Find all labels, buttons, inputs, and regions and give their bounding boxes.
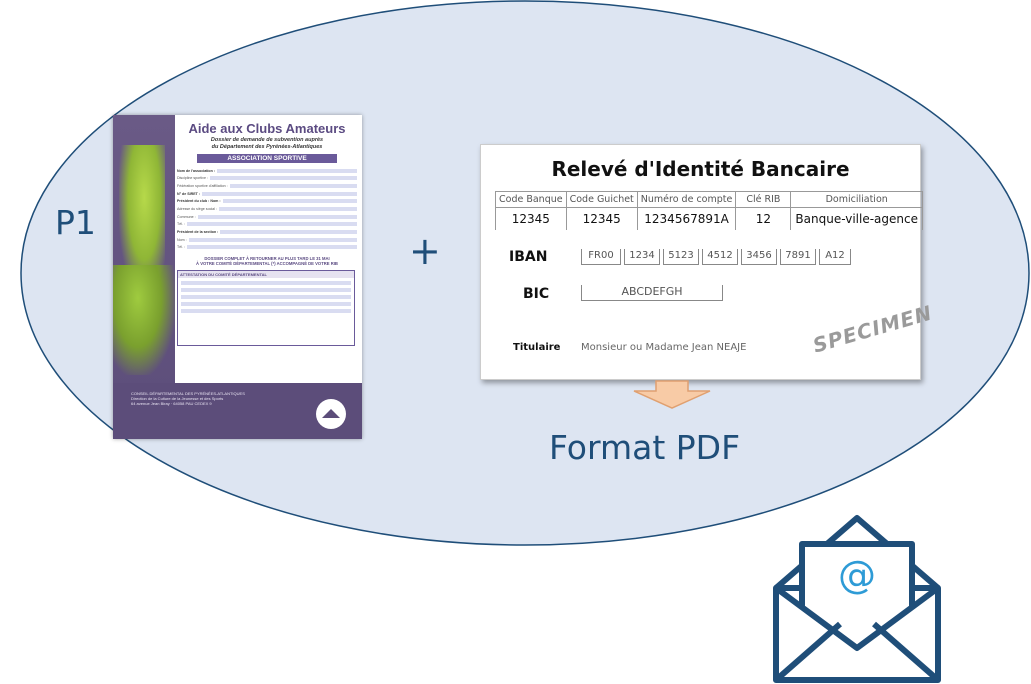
iban-segment: 5123 xyxy=(663,249,699,265)
form-field-line xyxy=(209,176,357,181)
iban-segment: 1234 xyxy=(624,249,660,265)
bic-value: ABCDEFGH xyxy=(581,285,723,301)
form-title: Aide aux Clubs Amateurs xyxy=(188,121,346,136)
rib-value-cell: 1234567891A xyxy=(636,207,737,230)
form-field: Nom : xyxy=(177,236,357,243)
form-field-label: Nom de l'association : xyxy=(177,168,215,173)
form-box-line xyxy=(181,287,351,292)
form-field-label: N° de SIRET : xyxy=(177,191,201,196)
form-field-label: Fédération sportive d'affiliation : xyxy=(177,183,228,188)
form-content: Aide aux Clubs Amateurs Dossier de deman… xyxy=(177,121,357,346)
form-field-label: Tél. : xyxy=(177,222,185,227)
format-pdf-label: Format PDF xyxy=(549,428,741,467)
form-box-line xyxy=(181,308,351,313)
form-field: Président de la section : xyxy=(177,229,357,236)
iban-segment: 3456 xyxy=(741,249,777,265)
form-subtitle-line: Dossier de demande de subvention auprès xyxy=(210,137,324,143)
rib-title: Relevé d'Identité Bancaire xyxy=(551,157,850,181)
holder-label: Titulaire xyxy=(513,342,561,353)
department-logo-icon xyxy=(316,399,346,429)
form-footer-line: CONSEIL DÉPARTEMENTAL DES PYRÉNÉES-ATLAN… xyxy=(131,391,245,396)
rib-value-cell: Banque-ville-agence xyxy=(790,207,923,230)
form-field-label: Tél. : xyxy=(177,245,185,250)
bic-label: BIC xyxy=(523,286,550,302)
email-envelope-icon: @ xyxy=(773,515,941,683)
form-attestation-title: ATTESTATION DU COMITÉ DÉPARTEMENTAL xyxy=(178,270,354,278)
form-box-line xyxy=(181,294,351,299)
form-footer-line: 64 avenue Jean Biray · 64058 PAU CEDEX 9 xyxy=(131,401,212,406)
form-field: Nom de l'association : xyxy=(177,167,357,174)
form-field: Tél. : xyxy=(177,221,357,228)
iban-segment: A12 xyxy=(819,249,851,265)
form-field-line xyxy=(187,245,357,250)
iban-label: IBAN xyxy=(509,249,548,265)
holder-value: Monsieur ou Madame Jean NEAJE xyxy=(581,342,747,353)
form-field: Président du club : Nom : xyxy=(177,198,357,205)
down-arrow-icon xyxy=(633,380,711,409)
rib-header-cell: Numéro de compte xyxy=(636,191,737,208)
form-field-label: Président du club : Nom : xyxy=(177,199,221,204)
form-field-label: Discipline sportive : xyxy=(177,176,208,181)
rib-value-row: 12345 12345 1234567891A 12 Banque-ville-… xyxy=(495,207,923,230)
specimen-watermark: SPECIMEN xyxy=(810,300,936,358)
iban-segment: 4512 xyxy=(702,249,738,265)
rib-header-cell: Code Banque xyxy=(495,191,567,208)
form-field-line xyxy=(229,183,357,188)
rib-table: Code Banque Code Guichet Numéro de compt… xyxy=(495,191,923,230)
form-box-line xyxy=(181,280,351,285)
form-field-line xyxy=(187,222,357,227)
p1-label: P1 xyxy=(55,203,96,242)
form-field-label: Nom : xyxy=(177,237,187,242)
iban-segment: FR00 xyxy=(581,249,621,265)
form-attestation-box: ATTESTATION DU COMITÉ DÉPARTEMENTAL xyxy=(177,269,355,346)
form-dossier-notice: DOSSIER COMPLET À RETOURNER AU PLUS TARD… xyxy=(177,256,357,266)
form-field-label: Président de la section : xyxy=(177,230,219,234)
subsidy-form-thumbnail: Aide aux Clubs Amateurs Dossier de deman… xyxy=(113,115,362,439)
form-footer: CONSEIL DÉPARTEMENTAL DES PYRÉNÉES-ATLAN… xyxy=(113,383,362,439)
rib-value-cell: 12345 xyxy=(565,207,638,230)
form-field: N° de SIRET : xyxy=(177,190,357,197)
rib-header-cell: Domiciliation xyxy=(790,191,923,208)
form-field: Commune : xyxy=(177,213,357,220)
form-field-line xyxy=(222,199,357,204)
form-field-line xyxy=(220,230,357,234)
form-field: Discipline sportive : xyxy=(177,175,357,182)
plus-sign: + xyxy=(409,229,441,273)
form-field-line xyxy=(218,206,357,211)
form-footer-line: Direction de la Culture de la Jeunesse e… xyxy=(131,396,224,401)
form-field-line xyxy=(202,191,357,196)
form-box-line xyxy=(181,301,351,306)
email-at-icon: @ xyxy=(838,553,876,597)
form-subtitle: Dossier de demande de subvention auprès … xyxy=(177,137,357,151)
form-field-line xyxy=(217,168,357,173)
form-field: Fédération sportive d'affiliation : xyxy=(177,182,357,189)
form-field-line xyxy=(197,214,357,219)
rib-header-row: Code Banque Code Guichet Numéro de compt… xyxy=(495,191,923,208)
form-field-label: Adresse du siège social : xyxy=(177,206,217,211)
rib-header-cell: Code Guichet xyxy=(565,191,638,208)
form-dossier-line: DOSSIER COMPLET À RETOURNER AU PLUS TARD… xyxy=(204,255,330,261)
form-field: Adresse du siège social : xyxy=(177,205,357,212)
rib-value-cell: 12345 xyxy=(495,207,567,230)
form-field-label: Commune : xyxy=(177,214,196,219)
form-section-header: ASSOCIATION SPORTIVE xyxy=(197,154,337,163)
rib-header-cell: Clé RIB xyxy=(735,191,792,208)
form-subtitle-line: du Département des Pyrénées-Atlantiques xyxy=(211,144,323,150)
rib-value-cell: 12 xyxy=(735,207,792,230)
form-field-line xyxy=(188,237,357,242)
iban-segment: 7891 xyxy=(780,249,816,265)
form-field: Tél. : xyxy=(177,244,357,251)
rib-card: Relevé d'Identité Bancaire Code Banque C… xyxy=(480,144,935,380)
form-photo-figure xyxy=(113,265,175,375)
form-dossier-line: À VOTRE COMITÉ DÉPARTEMENTAL (*) ACCOMPA… xyxy=(196,260,338,266)
form-footer-text: CONSEIL DÉPARTEMENTAL DES PYRÉNÉES-ATLAN… xyxy=(131,391,271,406)
